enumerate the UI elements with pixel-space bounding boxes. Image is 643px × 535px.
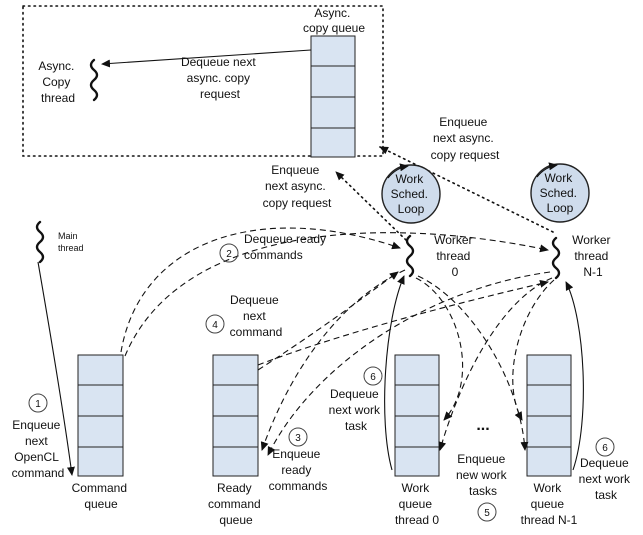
enqueue-command-arrow (37, 261, 75, 476)
svg-text:6: 6 (602, 443, 608, 454)
svg-text:5: 5 (484, 508, 490, 519)
dequeue-work-label-wn: Dequeue next work task (579, 456, 634, 502)
async-copy-queue (310, 35, 356, 158)
enqueue-work-arrow-w0-to-wn (417, 275, 529, 451)
dequeue-work-arrow-w0 (384, 275, 405, 471)
dequeue-work-arrow-wn (565, 281, 584, 471)
work-queue-thread-0 (394, 354, 440, 477)
dequeue-next-arrow-wn (257, 279, 549, 366)
work-sched-loop-0-label: Work Sched. Loop (391, 172, 432, 216)
worker-thread-0-label: Worker thread 0 (434, 233, 476, 279)
main-thread-icon (35, 220, 45, 264)
work-sched-loop-n-label: Work Sched. Loop (540, 171, 581, 215)
step-4-badge: 4 (205, 314, 225, 334)
step-5-badge: 5 (477, 502, 497, 522)
ready-command-queue (212, 354, 259, 477)
step-2-badge: 2 (219, 243, 239, 263)
step-1-badge: 1 (28, 393, 48, 413)
enqueue-ready-arrow-wn (267, 271, 551, 456)
dequeue-next-command-label: Dequeue next command (230, 293, 283, 339)
enqueue-copy-arrow-right (379, 146, 554, 233)
enqueue-work-arrow-wn-to-w0 (438, 277, 553, 451)
svg-text:3: 3 (295, 433, 301, 444)
step-6-badge-wn: 6 (595, 437, 615, 457)
svg-text:4: 4 (212, 320, 218, 331)
step-3-badge: 3 (288, 427, 308, 447)
command-queue (77, 354, 124, 477)
main-thread-label: Main thread (58, 231, 84, 253)
dequeue-copy-label: Dequeue next async. copy request (181, 55, 259, 101)
svg-text:1: 1 (35, 399, 41, 410)
work-sched-loop-n: Work Sched. Loop (530, 162, 590, 223)
enqueue-work-arrow-w0-self (415, 277, 464, 421)
enqueue-copy-arrow-left (335, 171, 407, 241)
dequeue-copy-arrow (101, 49, 312, 68)
ready-command-queue-label: Ready command queue (208, 481, 264, 527)
dequeue-ready-arrow-w0 (120, 227, 401, 353)
command-queue-label: Command queue (72, 481, 131, 511)
ellipsis: ... (476, 417, 489, 434)
dequeue-ready-arrow-wn (124, 232, 549, 357)
dequeue-next-arrow-w0 (257, 271, 399, 371)
async-copy-queue-label: Async. copy queue (303, 6, 365, 35)
svg-text:2: 2 (226, 249, 232, 260)
dequeue-work-label-w0: Dequeue next work task (329, 387, 384, 433)
worker-thread-n-label: Worker thread N-1 (572, 233, 614, 279)
svg-text:6: 6 (370, 372, 376, 383)
work-queue-thread-0-label: Work queue thread 0 (395, 481, 439, 527)
enqueue-new-work-label: Enqueue new work tasks (456, 452, 510, 498)
enqueue-ready-arrow-w0 (260, 269, 406, 451)
worker-thread-n-icon (551, 236, 561, 280)
async-region-boundary (22, 5, 384, 157)
step-6-badge-w0: 6 (363, 366, 383, 386)
enqueue-opencl-label: Enqueue next OpenCL command (12, 418, 65, 480)
enqueue-copy-label-left: Enqueue next async. copy request (263, 163, 332, 210)
work-sched-loop-0: Work Sched. Loop (381, 163, 441, 224)
dequeue-ready-label: Dequeue ready commands (244, 232, 329, 262)
work-queue-thread-n (526, 354, 572, 477)
work-queue-thread-n-label: Work queue thread N-1 (521, 481, 578, 527)
worker-thread-0-icon (405, 234, 415, 278)
enqueue-copy-label-right: Enqueue next async. copy request (431, 115, 500, 162)
async-copy-thread-label: Async. Copy thread (38, 59, 77, 105)
async-copy-thread-icon (89, 58, 99, 102)
enqueue-ready-label: Enqueue ready commands (269, 447, 328, 493)
